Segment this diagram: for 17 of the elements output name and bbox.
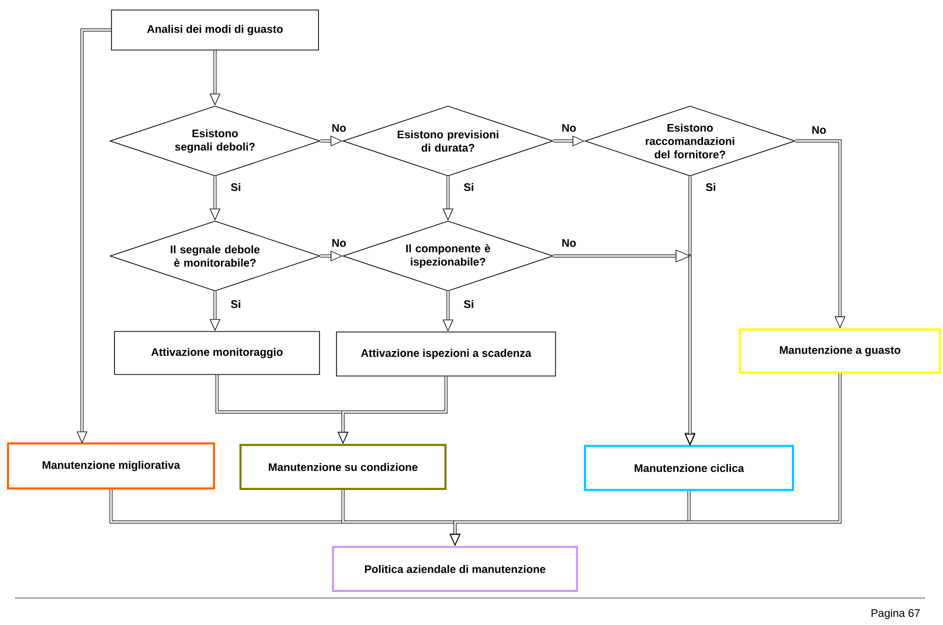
edge-label: Si [229, 182, 242, 192]
edge-label: Si [229, 298, 242, 310]
process-box: Manutenzione migliorativa [6, 442, 216, 490]
edge-label: No [560, 122, 578, 134]
process-box: Analisi dei modi di guasto [111, 10, 319, 50]
edge-label: Si [462, 182, 476, 192]
edge-label: No [810, 124, 828, 136]
page-number: Pagina 67 [872, 608, 920, 620]
edge-label: No [560, 238, 578, 248]
edge-label: Si [462, 298, 476, 310]
process-box: Manutenzione su condizione [239, 444, 447, 490]
process-box: Manutenzione a guasto [738, 328, 942, 374]
process-box: Attivazione ispezioni a scadenza [336, 332, 556, 376]
process-box: Attivazione monitoraggio [114, 331, 320, 375]
process-box: Manutenzione ciclica [584, 444, 794, 492]
process-box: Politica aziendale di manutenzione [332, 546, 578, 592]
edge-label: Si [704, 182, 718, 192]
